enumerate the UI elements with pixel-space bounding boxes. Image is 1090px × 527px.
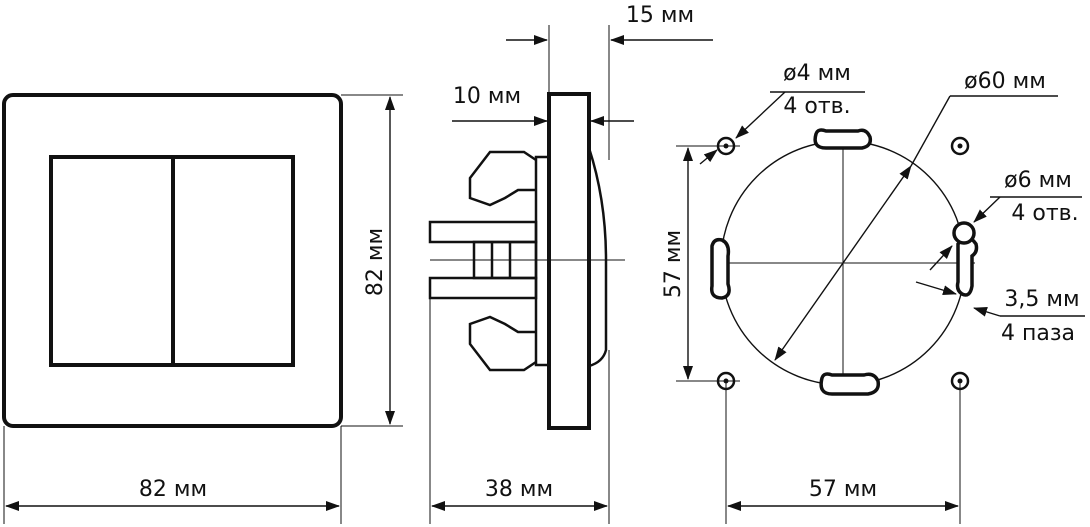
side-frame-label: 10 мм: [453, 84, 521, 109]
small-hole-top-right: [950, 136, 970, 156]
slot-right: [955, 236, 979, 297]
front-height-label: 82 мм: [363, 228, 388, 296]
outer-diameter-dim-line: [774, 165, 912, 361]
slot-left: [709, 237, 731, 300]
slot-width-label: 3,5 мм: [1004, 287, 1079, 312]
big-hole-diameter-label: ø6 мм: [1004, 168, 1072, 193]
big-hole-count-label: 4 отв.: [1011, 201, 1078, 226]
front-key-left: [49, 155, 175, 367]
side-depth-label: 38 мм: [485, 477, 553, 502]
mount-horizontal-label: 57 мм: [809, 477, 877, 502]
big-hole-right: [952, 221, 976, 245]
side-upper-clamp: [468, 150, 537, 207]
front-width-label: 82 мм: [139, 477, 207, 502]
small-hole-diameter-label: ø4 мм: [783, 61, 851, 86]
side-key-rocker: [587, 147, 608, 368]
side-top-label: 15 мм: [626, 3, 694, 28]
small-hole-count-label: 4 отв.: [783, 94, 850, 119]
front-view: 82 мм 82 мм: [2, 93, 403, 524]
side-lower-clamp: [468, 315, 537, 372]
front-key-right: [171, 155, 295, 367]
side-view: 38 мм 15 мм 10 мм: [428, 3, 713, 524]
mount-plate-view: 57 мм 57 мм ø60 мм ø4 мм 4 отв. ø6 мм 4 …: [661, 61, 1085, 524]
front-frame: [2, 93, 343, 428]
outer-diameter-label: ø60 мм: [964, 69, 1046, 94]
mount-vertical-label: 57 мм: [661, 230, 686, 298]
side-terminal-bottom: [428, 276, 538, 300]
slot-count-label: 4 паза: [1001, 321, 1075, 346]
slot-top: [813, 128, 873, 150]
side-terminal-top: [428, 220, 538, 244]
slot-bottom: [819, 372, 881, 396]
side-frame-plate: [547, 92, 591, 430]
